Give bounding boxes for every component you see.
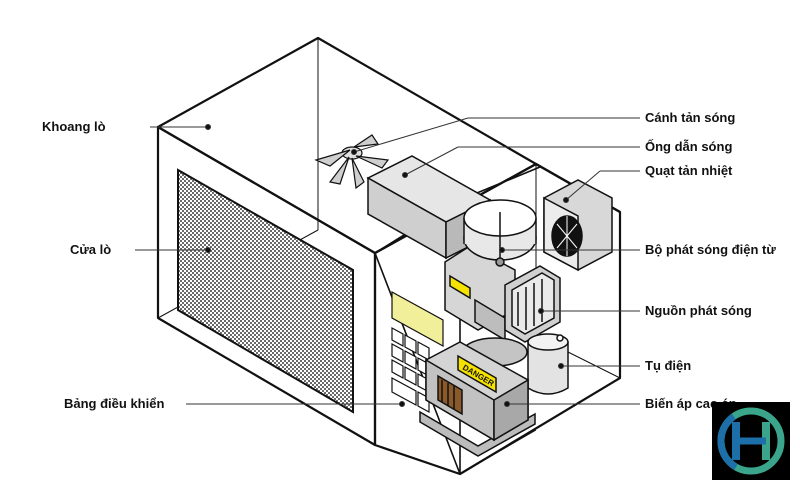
logo-mark-icon (717, 407, 785, 475)
oven-door-window (177, 168, 354, 414)
label-oven-door: Cửa lò (70, 242, 112, 257)
label-control-panel: Bảng điều khiển (64, 396, 165, 411)
label-magnetron: Bộ phát sóng điện từ (645, 242, 776, 257)
label-stirrer-fan: Cánh tản sóng (645, 110, 736, 125)
label-oven-cavity: Khoang lò (42, 119, 106, 134)
power-source-graphic (504, 265, 561, 343)
label-waveguide: Ống dẫn sóng (645, 139, 733, 154)
brand-logo (712, 402, 790, 480)
capacitor-graphic (527, 333, 569, 395)
label-power-source: Nguồn phát sóng (645, 303, 752, 318)
leader-lines (135, 117, 640, 407)
stirrer-fan-graphic (314, 134, 390, 190)
magnetron-graphic (444, 199, 537, 367)
label-cooling-fan: Quạt tản nhiệt (645, 163, 733, 178)
transformer-graphic (419, 341, 536, 457)
label-capacitor: Tụ điện (645, 358, 692, 373)
cooling-fan-graphic (543, 179, 613, 272)
